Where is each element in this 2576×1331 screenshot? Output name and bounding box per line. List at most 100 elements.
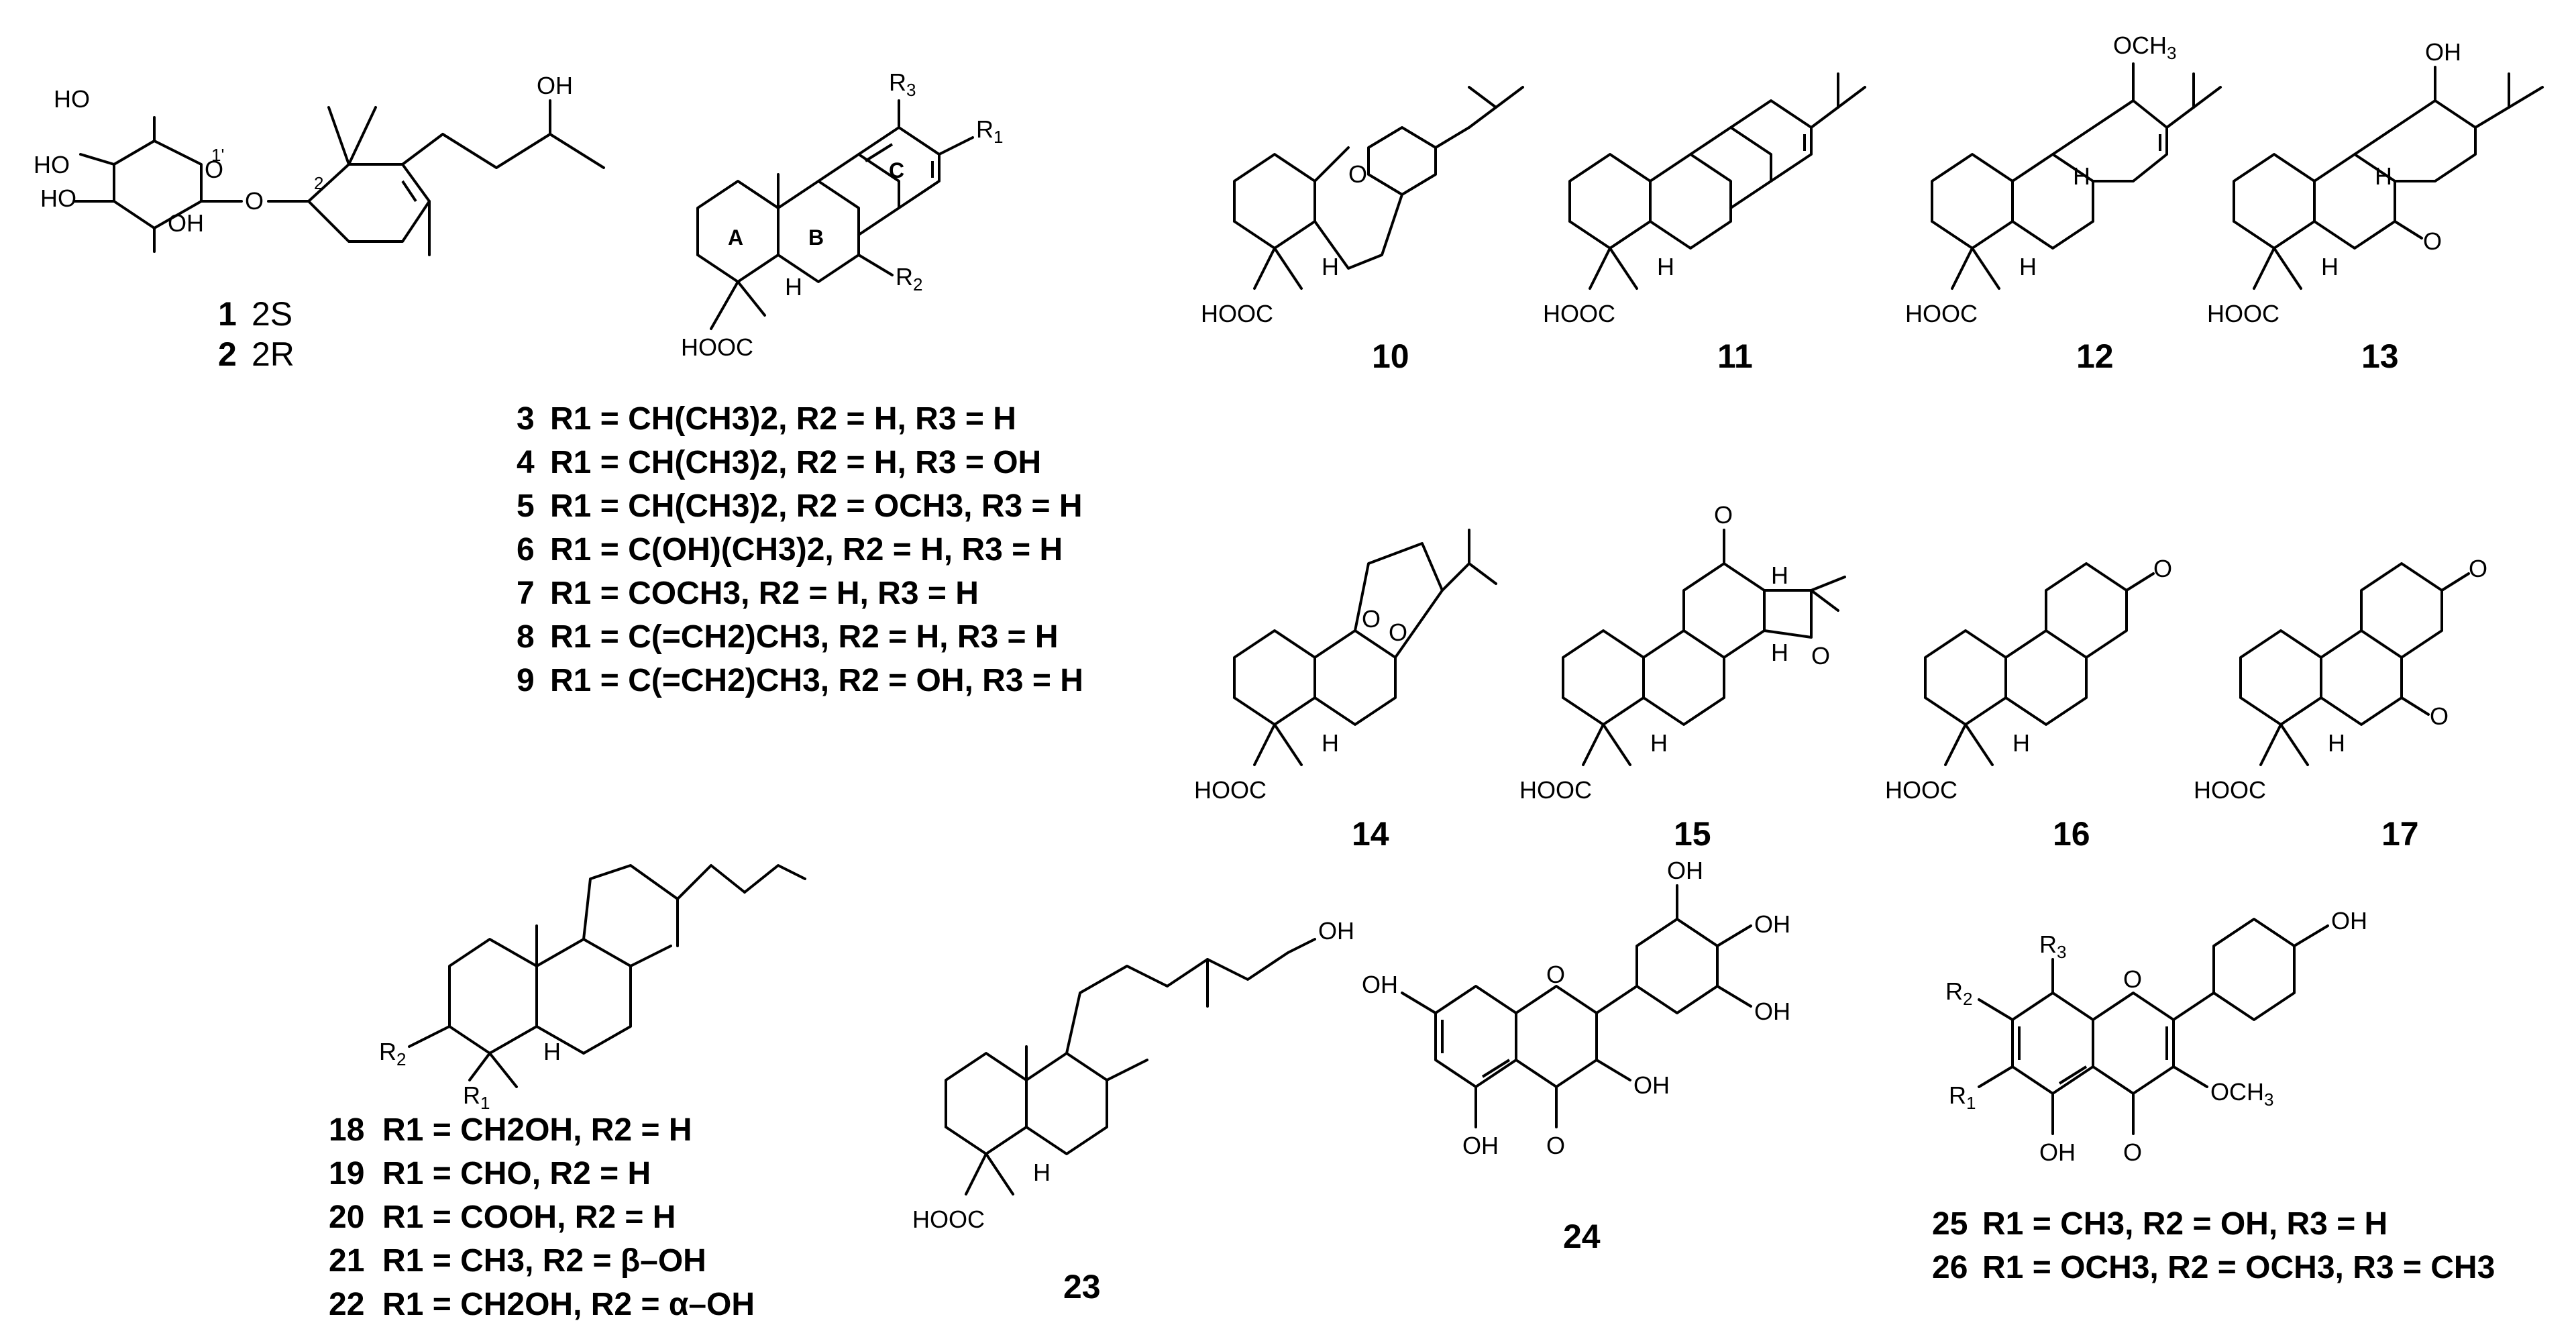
rgroup-row: 6 [517, 532, 535, 568]
structure-compound-11 [1568, 72, 1866, 290]
rgroup-text: R1 = CH(CH3)2, R2 = H, R3 = OH [550, 445, 1041, 480]
compound-number-10: 10 [1372, 337, 1409, 375]
scaffold-r2: R2 [896, 263, 922, 295]
h-label: H [1033, 1159, 1051, 1186]
r1-label: R1 [463, 1081, 490, 1113]
rgroup-text: R1 = C(OH)(CH3)2, R2 = H, R3 = H [550, 532, 1063, 568]
rgroup-row: 4 [517, 445, 535, 480]
rgroup-row: 26 [1932, 1250, 1968, 1285]
o-label: O [1362, 605, 1381, 633]
h-label: H [785, 273, 802, 301]
compound-number-13: 13 [2361, 337, 2399, 375]
rgroup-row: 7 [517, 576, 535, 611]
rgroup-table-18-22: 18 R1 = CH2OH, R2 = H 19 R1 = CHO, R2 = … [329, 1112, 755, 1322]
rgroup-row: 21 [329, 1243, 364, 1279]
oh-label: OH [1754, 998, 1790, 1025]
compound-number-16: 16 [2053, 815, 2090, 853]
structure-scaffold-18-22 [408, 864, 806, 1088]
ring-o-label: O [205, 156, 223, 183]
link-o-label: O [245, 187, 264, 215]
oh-label: OH [1318, 917, 1354, 945]
r1-label: R1 [1949, 1081, 1976, 1113]
r2-label: R2 [379, 1038, 406, 1069]
o-label: O [1389, 619, 1407, 646]
ho-label-1: HO [34, 151, 70, 178]
r2-label: R2 [1945, 977, 1972, 1009]
compound-number-11: 11 [1717, 337, 1753, 375]
compound-config-2: 2R [252, 335, 294, 373]
h-label: H [2019, 253, 2037, 280]
rgroup-text: R1 = CH3, R2 = OH, R3 = H [1982, 1206, 2387, 1242]
rgroup-row: 20 [329, 1200, 364, 1235]
rgroup-text: R1 = CHO, R2 = H [382, 1156, 651, 1191]
scaffold-r3: R3 [889, 68, 916, 100]
oh-label: OH [1667, 857, 1703, 884]
c1-prime-label: 1' [211, 145, 224, 165]
h-label: H [1771, 639, 1788, 666]
structure-scaffold-25-26 [1978, 918, 2329, 1135]
structure-compound-17 [2239, 562, 2470, 766]
h-label: H [2375, 162, 2392, 190]
oh-label: OH [2331, 907, 2367, 935]
structure-compound-23 [945, 938, 1316, 1195]
o-label: O [2153, 555, 2172, 582]
structure-compound-14 [1233, 529, 1497, 766]
structure-compound-24 [1401, 884, 1752, 1128]
ring-b-label: B [808, 225, 824, 250]
scaffold-r1: R1 [976, 115, 1003, 147]
rgroup-text: R1 = COOH, R2 = H [382, 1200, 676, 1235]
rgroup-row: 8 [517, 619, 535, 655]
hooc-label: HOOC [1543, 300, 1615, 327]
hooc-label: HOOC [1519, 776, 1592, 804]
o-label: O [2430, 702, 2449, 730]
h-label: H [1650, 729, 1668, 757]
rgroup-row: 3 [517, 401, 535, 437]
o-label: O [1546, 961, 1565, 988]
h-label: H [1322, 253, 1339, 280]
hooc-label: HOOC [912, 1206, 985, 1233]
hooc-label: HOOC [1885, 776, 1957, 804]
rgroup-table-25-26: 25 R1 = CH3, R2 = OH, R3 = H 26 R1 = OCH… [1932, 1206, 2495, 1285]
rgroup-row: 22 [329, 1287, 364, 1322]
rgroup-row: 9 [517, 663, 535, 698]
hooc-label: HOOC [1194, 776, 1267, 804]
o-label: O [1714, 501, 1733, 529]
rgroup-text: R1 = C(=CH2)CH3, R2 = OH, R3 = H [550, 663, 1083, 698]
compound-number-14: 14 [1352, 815, 1389, 853]
structure-compound-12 [1931, 62, 2222, 290]
oh-label: OH [2425, 38, 2461, 66]
o-label: O [1348, 160, 1367, 188]
h-label: H [2321, 253, 2339, 280]
h-label: H [2073, 162, 2090, 190]
rgroup-text: R1 = CH(CH3)2, R2 = OCH3, R3 = H [550, 488, 1083, 524]
rgroup-text: R1 = CH3, R2 = β–OH [382, 1243, 706, 1279]
rgroup-text: R1 = OCH3, R2 = OCH3, R3 = CH3 [1982, 1250, 2495, 1285]
ring-a-label: A [728, 225, 743, 250]
h-label: H [1657, 253, 1674, 280]
o-label: O [1811, 642, 1830, 670]
hooc-label: HOOC [2194, 776, 2266, 804]
o-label: O [2123, 1138, 2142, 1166]
o-label: O [2123, 965, 2142, 993]
hooc-label: HOOC [681, 333, 753, 361]
oh-label: OH [1754, 910, 1790, 938]
structure-compound-1-2 [72, 99, 605, 256]
rgroup-text: R1 = CH2OH, R2 = H [382, 1112, 692, 1148]
rgroup-row: 25 [1932, 1206, 1968, 1242]
rgroup-row: 5 [517, 488, 535, 524]
ho-label-3: HO [54, 85, 90, 113]
compound-number-12: 12 [2076, 337, 2114, 375]
hooc-label: HOOC [1201, 300, 1273, 327]
h-label: H [543, 1038, 561, 1065]
oh-label: OH [1362, 971, 1398, 998]
structure-scaffold-3-9 [696, 99, 974, 330]
ring-c-label: C [889, 158, 904, 182]
o-label: O [1546, 1132, 1565, 1159]
compound-config-1: 2S [252, 295, 292, 333]
compound-number-1: 1 [218, 295, 237, 333]
h-label: H [1771, 562, 1788, 589]
hooc-label: HOOC [1905, 300, 1978, 327]
oh-ring-label: OH [168, 209, 204, 237]
rgroup-text: R1 = CH(CH3)2, R2 = H, R3 = H [550, 401, 1016, 437]
